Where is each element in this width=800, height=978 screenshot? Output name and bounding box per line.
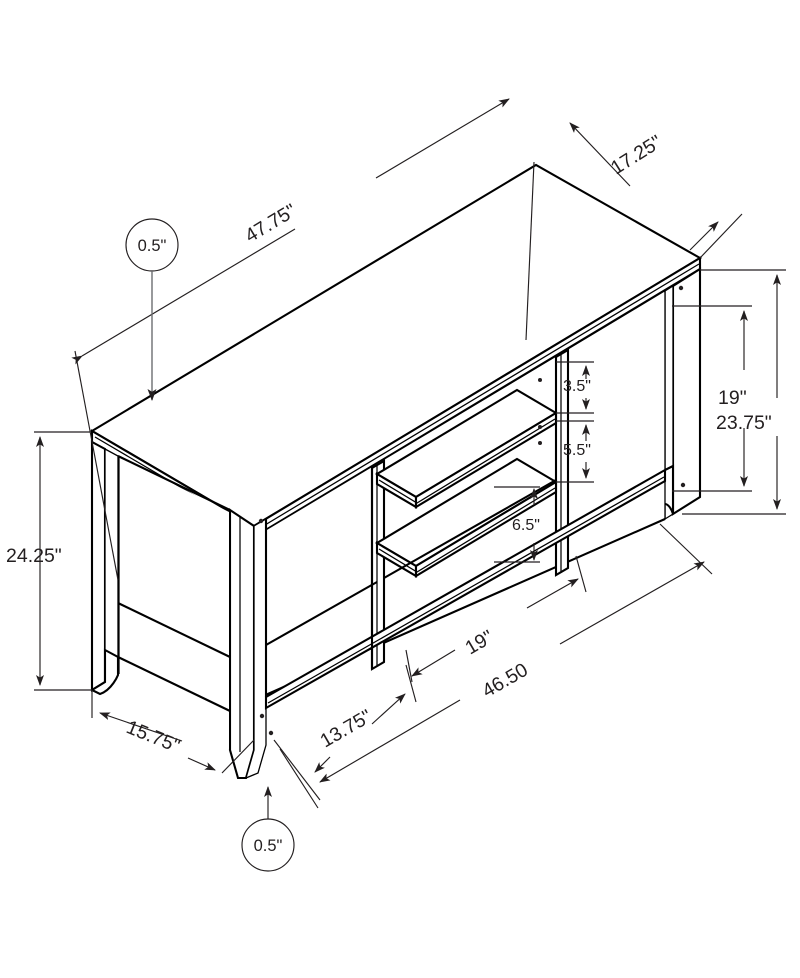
screw-dot-l2 xyxy=(259,713,265,719)
shelf-pin-1 xyxy=(538,378,542,382)
center-divider-right xyxy=(554,348,570,577)
dim-gap-65: 6.5" xyxy=(494,486,540,563)
dim-height-19: 19" xyxy=(672,305,752,492)
callout-label-top: 0.5" xyxy=(138,237,167,255)
callout-leg-thickness: 0.5" xyxy=(241,786,295,872)
bottom-board-left xyxy=(265,581,378,646)
front-left-post xyxy=(228,508,256,780)
dim-label-55: 5.5" xyxy=(563,442,591,459)
dim-label-2375: 23.75" xyxy=(716,412,772,434)
screw-dot-r2 xyxy=(680,482,686,488)
screw-dot-r1 xyxy=(678,285,684,291)
left-compartment-bottom-rail xyxy=(117,656,231,712)
dim-height-2375: 23.75" xyxy=(682,269,786,515)
bottom-board-center xyxy=(383,479,557,579)
tv-stand-illustration xyxy=(89,163,703,780)
dim-height-2425: 24.25" xyxy=(6,431,92,691)
lower-shelf-right xyxy=(414,480,558,578)
left-side-panel-inner xyxy=(104,447,119,684)
shelf-pin-2 xyxy=(538,425,542,429)
callout-top-thickness: 0.5" xyxy=(125,218,179,401)
screw-dot-l3 xyxy=(268,730,274,736)
dim-label-35: 3.5" xyxy=(563,378,591,395)
callout-label-leg: 0.5" xyxy=(254,837,283,855)
upper-shelf-right xyxy=(414,411,558,509)
dim-label-65: 6.5" xyxy=(512,517,540,534)
left-compartment-bottom-shelf xyxy=(117,602,231,658)
base-rail-inner xyxy=(267,476,665,704)
left-compartment-top-edge xyxy=(117,455,231,511)
dim-label-2425: 24.25" xyxy=(6,545,62,567)
screw-dot-l1 xyxy=(258,518,264,524)
dim-label-19r: 19" xyxy=(718,387,747,409)
upper-shelf-edge-inner xyxy=(378,418,556,504)
lower-shelf-edge-inner xyxy=(378,487,556,573)
shelf-pin-3 xyxy=(538,441,542,445)
dim-gap-35: 3.5" xyxy=(556,361,594,414)
left-compartment-interior xyxy=(119,457,229,749)
base-rail-front xyxy=(264,468,667,710)
left-foot xyxy=(89,648,120,696)
dim-gap-55: 5.5" xyxy=(556,420,594,483)
